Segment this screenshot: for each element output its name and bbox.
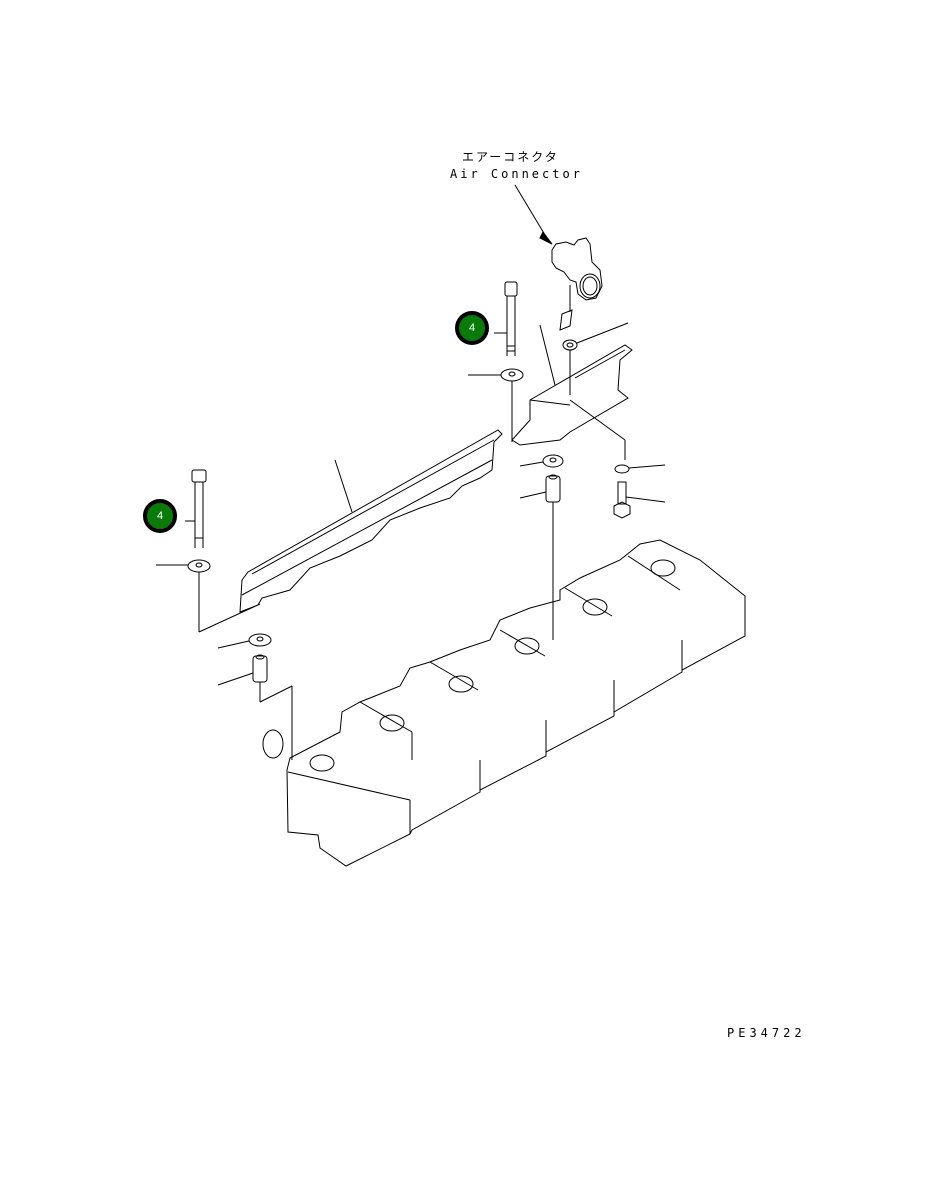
left-rail <box>239 429 503 613</box>
callout-badge-4-upper[interactable]: 4 <box>455 311 489 345</box>
callout-number: 4 <box>468 322 476 334</box>
head-cover <box>262 539 746 867</box>
air-connector-part <box>551 237 603 331</box>
left-bolt <box>185 469 207 548</box>
upper-bolt <box>494 281 518 356</box>
air-connector-label-jp: エアーコネクタ <box>462 150 559 164</box>
air-connector-label-en: Air Connector <box>450 167 583 181</box>
upper-rail <box>511 344 633 460</box>
drawing-code: PE34722 <box>727 1026 806 1040</box>
upper-washers <box>468 322 629 442</box>
left-washers <box>156 559 293 760</box>
right-parts <box>519 454 666 640</box>
callout-number: 4 <box>156 510 164 522</box>
air-connector-leader <box>514 184 553 245</box>
callout-badge-4-left[interactable]: 4 <box>143 499 177 533</box>
